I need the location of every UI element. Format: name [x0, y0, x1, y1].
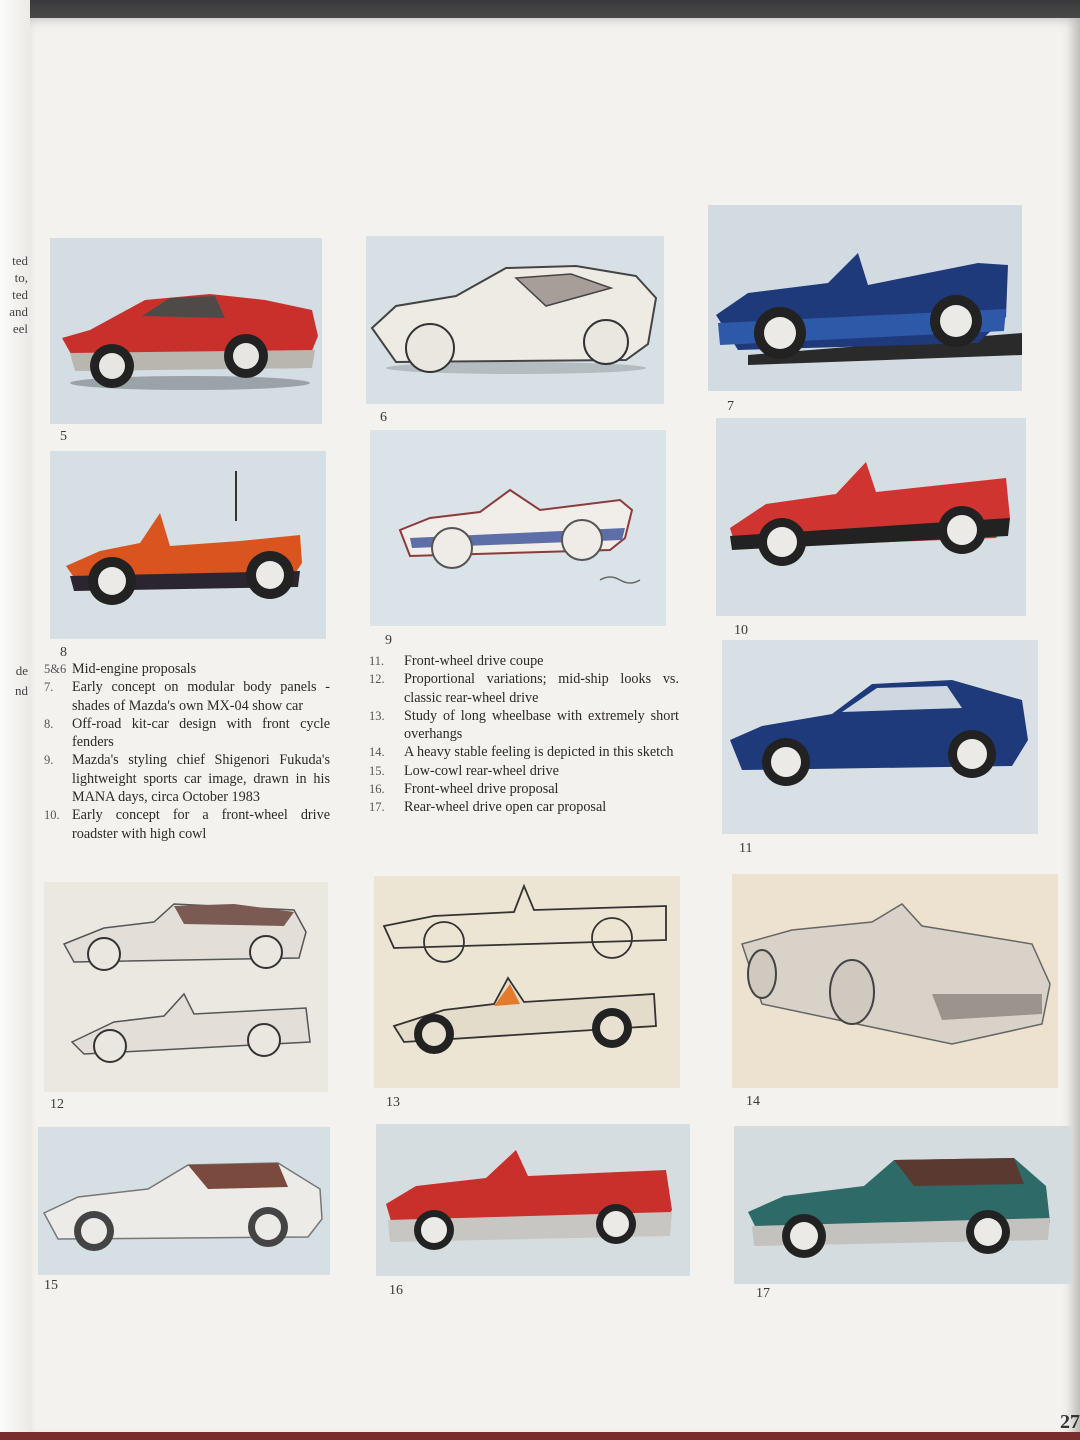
caption-number: 5&6 — [44, 662, 67, 676]
caption-item: 17. Rear-wheel drive open car proposal — [369, 798, 679, 816]
fragment-text: de — [15, 663, 28, 678]
caption-item: 15. Low-cowl rear-wheel drive — [369, 762, 679, 780]
plate-number: 17 — [756, 1286, 770, 1301]
caption-number: 9. — [44, 753, 54, 768]
fragment-text: eel — [12, 321, 28, 336]
fragment-text: and — [9, 304, 28, 319]
caption-text: A heavy stable feeling is depicted in th… — [404, 744, 674, 761]
captions-left: 5&6 Mid-engine proposals 7. Early concept … — [44, 660, 330, 843]
caption-number: 12. — [369, 672, 385, 687]
caption-number: 13. — [369, 708, 385, 723]
caption-text: Study of long wheelbase with extremely s… — [404, 707, 679, 743]
plate-number: 7 — [727, 399, 734, 414]
plate-number: 14 — [746, 1094, 760, 1109]
caption-text: Off-road kit-car design with front cycle… — [72, 715, 330, 751]
plate-number: 15 — [44, 1278, 58, 1293]
fragment-text: ted — [12, 287, 28, 302]
plate-7-image — [708, 205, 1022, 391]
cover-edge — [0, 1432, 1080, 1440]
caption-item: 13. Study of long wheelbase with extremel… — [369, 707, 679, 744]
caption-item: 8. Off-road kit-car design with front cyc… — [44, 715, 330, 752]
plate-16-image — [376, 1124, 690, 1276]
caption-text: Front-wheel drive coupe — [404, 653, 544, 669]
caption-item: 10. Early concept for a front-wheel drive… — [44, 806, 330, 843]
plate-11-image — [722, 640, 1038, 834]
fragment-text: ted — [12, 253, 28, 268]
caption-number: 10. — [44, 808, 60, 823]
plate-number: 8 — [60, 645, 67, 660]
plate-number: 6 — [380, 410, 387, 425]
caption-number: 17. — [369, 800, 385, 815]
caption-number: 7. — [44, 680, 54, 695]
caption-number: 14. — [369, 745, 385, 760]
caption-number: 11. — [369, 654, 385, 668]
caption-text: Proportional variations; mid-ship looks … — [404, 671, 679, 706]
plate-13-image — [374, 876, 680, 1088]
plate-5-image — [50, 238, 322, 424]
plate-number: 10 — [734, 623, 748, 638]
caption-item: 16. Front-wheel drive proposal — [369, 780, 679, 798]
caption-item: 14. A heavy stable feeling is depicted in… — [369, 743, 679, 761]
caption-number: 16. — [369, 782, 385, 797]
plate-15-image — [38, 1127, 330, 1275]
page-number: 27 — [1060, 1411, 1080, 1433]
caption-text: Mid-engine proposals — [72, 661, 197, 677]
caption-text: Mazda's styling chief Shigenori Fukuda's… — [72, 752, 330, 806]
plate-number: 9 — [385, 633, 392, 648]
caption-item: 9. Mazda's styling chief Shigenori Fukuda… — [44, 751, 330, 806]
captions-right: 11. Front-wheel drive coupe 12. Proportion… — [369, 652, 679, 817]
caption-number: 15. — [369, 763, 385, 778]
fragment-text: to, — [14, 270, 28, 285]
fragment-text: nd — [15, 683, 28, 698]
plate-6-image — [366, 236, 664, 404]
plate-10-image — [716, 418, 1026, 616]
plate-12-image — [44, 882, 328, 1092]
caption-text: Rear-wheel drive open car proposal — [404, 799, 607, 816]
caption-item: 7. Early concept on modular body panels -… — [44, 678, 330, 715]
plate-number: 16 — [389, 1283, 403, 1298]
plate-9-image — [370, 430, 666, 626]
plate-number: 11 — [739, 841, 753, 856]
caption-text: Early concept on modular body panels - s… — [72, 679, 330, 714]
previous-page-edge: ted to, ted and eel de nd — [0, 0, 30, 1440]
caption-item: 11. Front-wheel drive coupe — [369, 652, 679, 670]
caption-text: Early concept for a front-wheel drive ro… — [72, 807, 330, 842]
plate-17-image — [734, 1126, 1072, 1284]
caption-item: 5&6 Mid-engine proposals — [44, 660, 330, 678]
caption-text: Front-wheel drive proposal — [404, 781, 559, 798]
plate-number: 12 — [50, 1097, 64, 1112]
caption-text: Low-cowl rear-wheel drive — [404, 762, 559, 779]
plate-8-image — [50, 451, 326, 639]
plate-number: 5 — [60, 429, 67, 444]
plate-14-image — [732, 874, 1058, 1088]
caption-number: 8. — [44, 716, 54, 731]
caption-item: 12. Proportional variations; mid-ship loo… — [369, 670, 679, 707]
plate-number: 13 — [386, 1095, 400, 1110]
